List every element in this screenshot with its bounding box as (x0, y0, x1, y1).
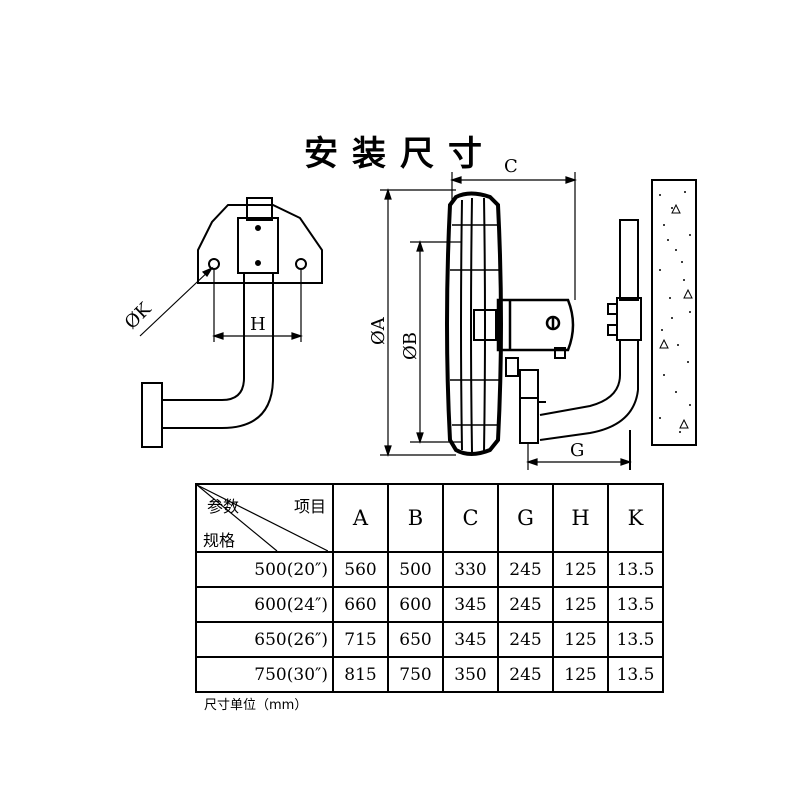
table-cell: 245 (497, 656, 554, 693)
corner-label-spec: 规格 (203, 531, 236, 550)
table-cell: 345 (442, 621, 499, 658)
row-label: 600(24″) (195, 586, 334, 623)
table-cell: 345 (442, 586, 499, 623)
row-label: 500(20″) (195, 551, 334, 588)
corner-label-item: 项目 (293, 497, 326, 516)
bracket-front-view (141, 197, 323, 448)
b-dimension (410, 240, 462, 444)
table-cell: 715 (332, 621, 389, 658)
table-cell: 245 (497, 551, 554, 588)
row-label: 750(30″) (195, 656, 334, 693)
table-row: 500(20″) 560 500 330 245 125 13.5 (195, 551, 664, 588)
base-flange (141, 382, 163, 448)
table-cell: 13.5 (607, 621, 664, 658)
table-cell: 750 (387, 656, 444, 693)
table-cell: 125 (552, 551, 609, 588)
table-cell: 125 (552, 621, 609, 658)
mounting-hole-right (295, 258, 307, 270)
bracket-side-view (539, 219, 642, 470)
table-cell: 13.5 (607, 586, 664, 623)
g-dimension (526, 443, 632, 470)
table-cell: 245 (497, 621, 554, 658)
table-cell: 13.5 (607, 551, 664, 588)
label-g: G (570, 440, 584, 461)
table-cell: 650 (387, 621, 444, 658)
column-header: B (387, 483, 444, 553)
table-cell: 500 (387, 551, 444, 588)
installation-drawings: ØK H (121, 156, 697, 470)
mounting-hole-left (208, 258, 220, 270)
table-cell: 600 (387, 586, 444, 623)
h-dimension (212, 270, 303, 342)
table-cell: 350 (442, 656, 499, 693)
motor-housing (496, 298, 575, 352)
clamp-block (237, 217, 279, 274)
table-cell: 660 (332, 586, 389, 623)
k-dimension (139, 266, 214, 337)
unit-note: 尺寸单位（mm） (204, 698, 308, 713)
table-header-row: 项目 参数 规格 A B C G H K (195, 483, 664, 553)
column-header: C (442, 483, 499, 553)
clamp-top (246, 197, 273, 221)
page-title: 安装尺寸 (304, 134, 496, 174)
corner-label-param: 参数 (207, 497, 240, 516)
wall (651, 179, 697, 446)
label-h: H (250, 314, 266, 335)
spec-table: 项目 参数 规格 A B C G H K 500(20″) 560 500 33… (195, 483, 664, 693)
fan-stand (505, 347, 566, 444)
table-row: 750(30″) 815 750 350 245 125 13.5 (195, 656, 664, 693)
clamp-screw-bottom (255, 260, 261, 266)
fan-guard (445, 191, 503, 456)
mounting-plate (197, 204, 323, 284)
column-header: A (332, 483, 389, 553)
table-cell: 815 (332, 656, 389, 693)
c-dimension (450, 172, 577, 300)
table-cell: 245 (497, 586, 554, 623)
clamp-screw-top (255, 225, 261, 231)
a-dimension (380, 188, 456, 457)
table-corner-cell: 项目 参数 规格 (195, 483, 334, 553)
row-label: 650(26″) (195, 621, 334, 658)
label-a: ØA (368, 316, 389, 345)
column-header: G (497, 483, 554, 553)
table-row: 650(26″) 715 650 345 245 125 13.5 (195, 621, 664, 658)
table-cell: 330 (442, 551, 499, 588)
table-row: 600(24″) 660 600 345 245 125 13.5 (195, 586, 664, 623)
table-cell: 125 (552, 656, 609, 693)
column-header: H (552, 483, 609, 553)
label-b: ØB (400, 332, 421, 360)
label-k: ØK (121, 298, 156, 333)
table-cell: 125 (552, 586, 609, 623)
table-cell: 13.5 (607, 656, 664, 693)
column-header: K (607, 483, 664, 553)
table-cell: 560 (332, 551, 389, 588)
label-c: C (504, 156, 518, 177)
